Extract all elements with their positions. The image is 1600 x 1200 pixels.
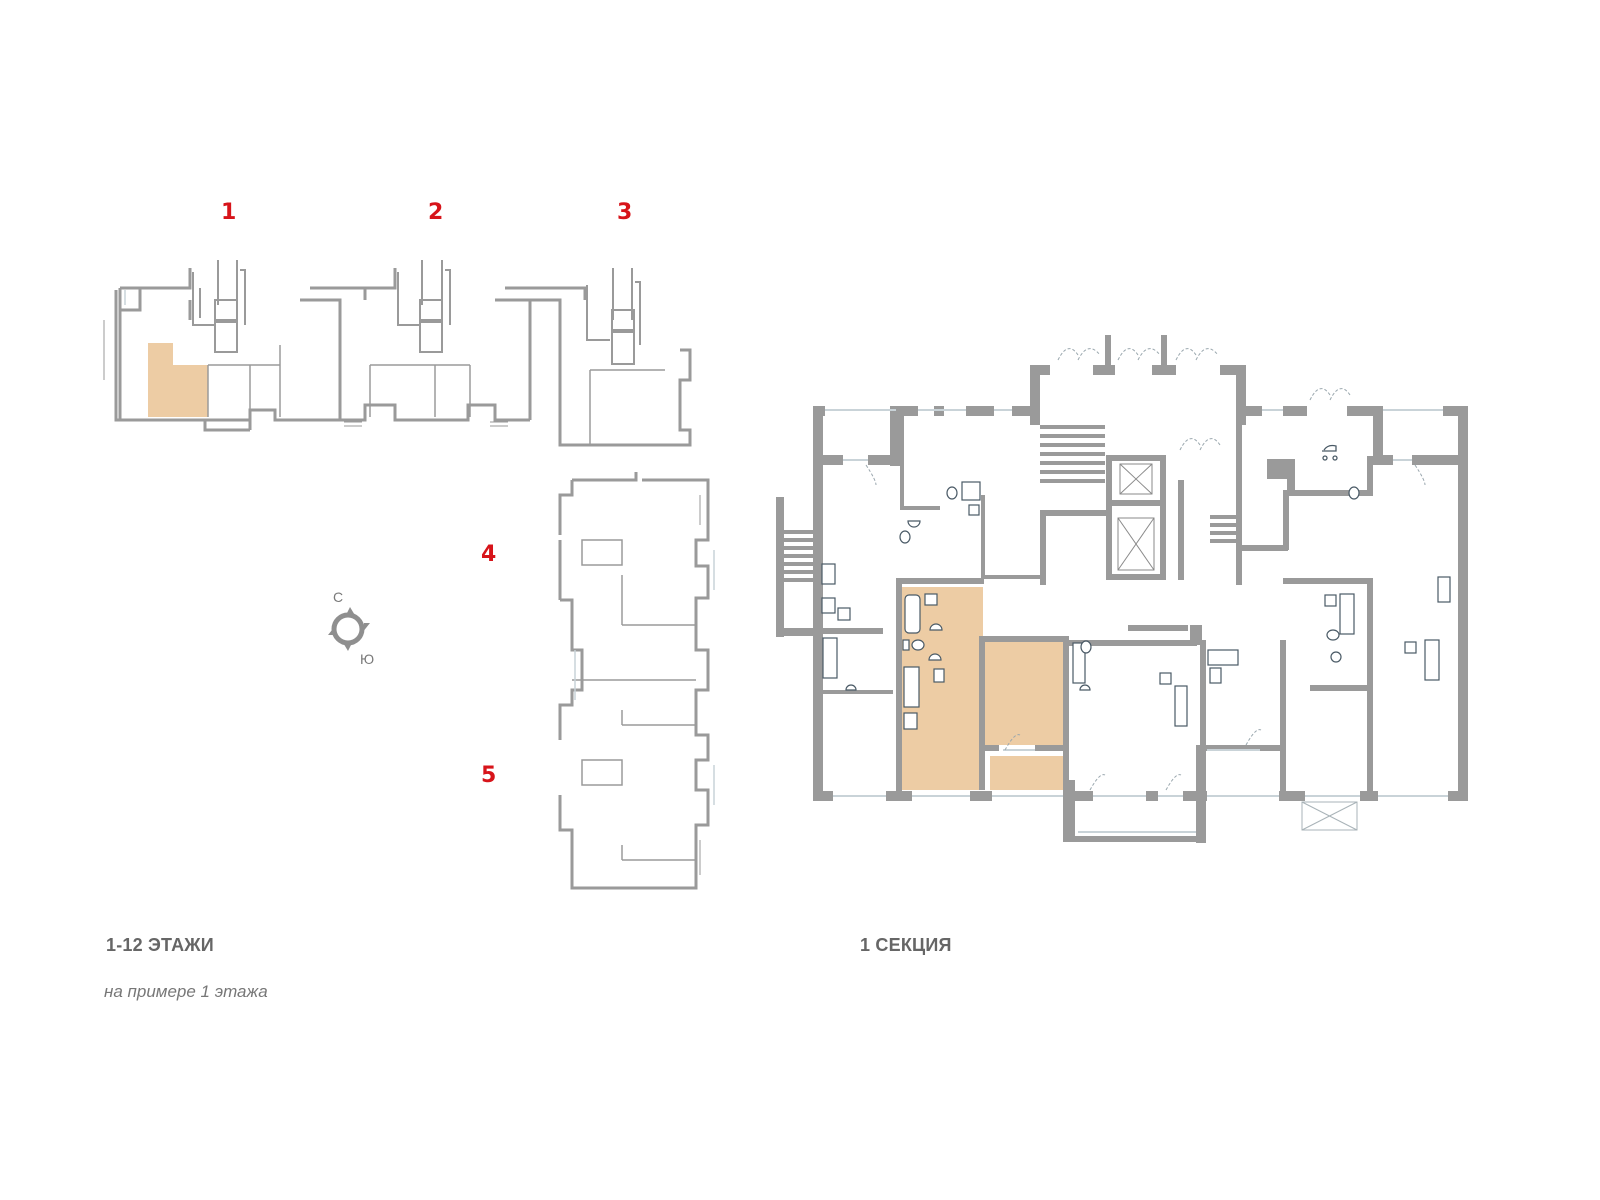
highlighted-apartment-overview[interactable] xyxy=(148,343,208,417)
stroller-icon xyxy=(1322,444,1338,461)
highlighted-apartment[interactable] xyxy=(902,587,1066,790)
floors-subtitle: на примере 1 этажа xyxy=(104,982,268,1001)
other-fixtures xyxy=(821,481,1451,727)
bathroom-fixtures xyxy=(902,593,945,730)
compass-icon xyxy=(328,607,370,651)
section-number-5[interactable]: 5 xyxy=(481,763,497,788)
compass: С Ю xyxy=(320,585,390,670)
main-staircase xyxy=(1040,425,1236,543)
entrance-canopy xyxy=(1301,801,1358,831)
section-number-2[interactable]: 2 xyxy=(428,200,444,225)
section-title: 1 СЕКЦИЯ xyxy=(860,935,952,955)
external-stairs-left xyxy=(784,530,814,582)
compass-south-label: Ю xyxy=(360,651,375,667)
section-number-4[interactable]: 4 xyxy=(481,542,497,567)
compass-north-label: С xyxy=(333,589,344,605)
elevators xyxy=(1117,463,1155,571)
doors xyxy=(865,348,1426,791)
section-number-1[interactable]: 1 xyxy=(221,200,237,225)
floors-title: 1-12 ЭТАЖИ xyxy=(106,935,214,955)
section-number-3[interactable]: 3 xyxy=(617,200,633,225)
